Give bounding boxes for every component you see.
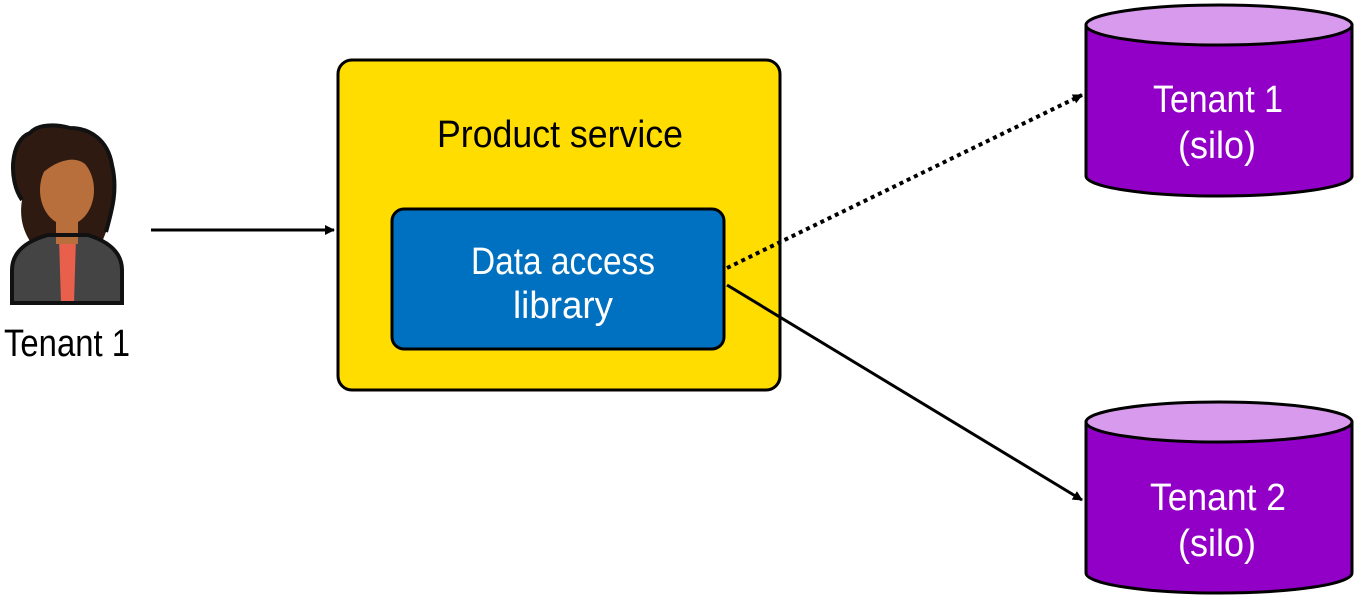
shirt-shape <box>59 238 76 303</box>
tenant-2-db-top <box>1084 400 1354 444</box>
tenant-1-db-top <box>1084 3 1354 47</box>
tenant-label: Tenant 1 <box>4 323 130 365</box>
tenant-2-db-label-line1: Tenant 2 <box>1150 477 1286 519</box>
tenant-1-db-label-line2: (silo) <box>1178 125 1256 167</box>
tenant-2-database: Tenant 2 (silo) <box>1084 400 1354 595</box>
tenant-2-db-label-line2: (silo) <box>1178 523 1256 565</box>
person-icon <box>10 123 124 305</box>
data-access-library-box <box>390 207 726 351</box>
library-label-line2: library <box>513 285 613 327</box>
tenant-1-database: Tenant 1 (silo) <box>1084 3 1354 198</box>
solid-arrow-tenant-2-db <box>726 283 1083 502</box>
library-label-line1: Data access <box>471 241 655 283</box>
dotted-arrow-tenant-1-db <box>726 93 1083 270</box>
hair-outline <box>11 123 117 233</box>
hair-front-shape <box>40 145 96 178</box>
tenant-1-db-label-line1: Tenant 1 <box>1153 79 1283 121</box>
face-shape <box>40 155 94 225</box>
tenant-2-db-body <box>1084 420 1354 595</box>
person-outline <box>10 233 124 305</box>
product-service-title: Product service <box>437 114 683 156</box>
tenant-1-db-body <box>1084 23 1354 198</box>
